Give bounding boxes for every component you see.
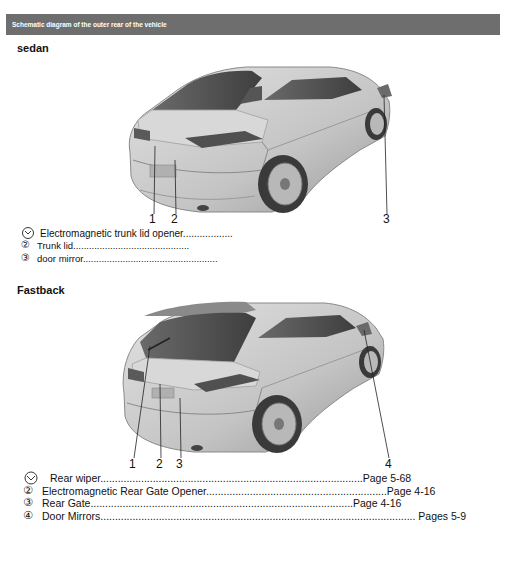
leader-lines [154,95,387,214]
item-number: ④ [23,510,33,522]
section-heading: Fastback [17,284,65,296]
item-number: ② [21,239,30,250]
item-number: ③ [21,252,30,263]
leader-lines [134,330,389,458]
part-name: Door Mirrors............................… [42,511,466,523]
callout-number: 1 [149,213,156,226]
item-number: ③ [23,497,33,509]
header-bar [6,14,500,35]
fastback-illustration [123,302,384,453]
part-name: door mirror.............................… [37,254,218,264]
part-name: Electromagnetic trunk lid opener........… [40,228,233,239]
part-name: Rear wiper..............................… [50,473,411,485]
sedan-illustration [129,67,392,213]
wiper-icon [25,472,37,484]
callout-number: 3 [176,458,183,471]
callout-number: 3 [383,213,390,226]
item-number: ② [23,485,33,497]
part-name: Electromagnetic Rear Gate Opener........… [42,486,435,498]
opener-icon [23,228,34,239]
callout-number: 4 [385,458,392,471]
part-name: Rear Gate...............................… [42,498,401,510]
header-title: Schematic diagram of the outer rear of t… [12,21,167,28]
callout-number: 1 [129,458,136,471]
part-name: Trunk lid...............................… [37,241,189,251]
callout-number: 2 [171,213,178,226]
section-heading: sedan [17,42,49,54]
callout-number: 2 [156,458,163,471]
